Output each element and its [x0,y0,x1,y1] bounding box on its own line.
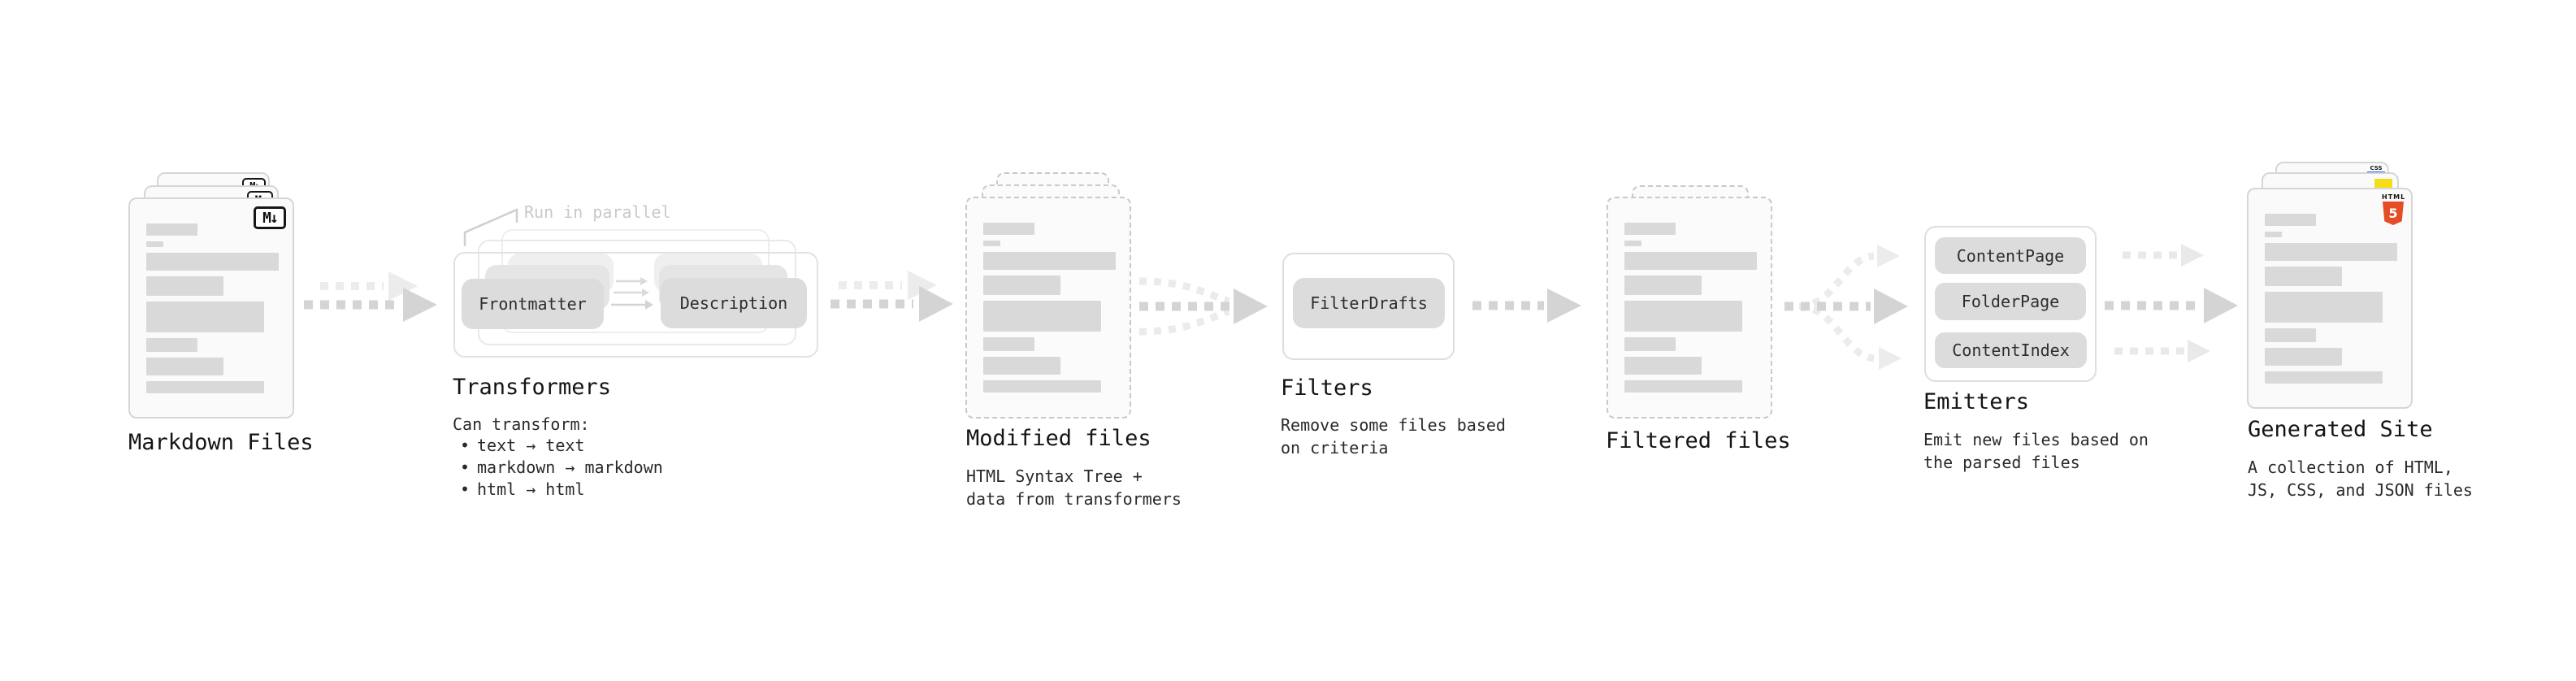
arrow-emitters-to-site [2105,244,2238,362]
arrow-filtered-to-emitters [1785,245,1908,370]
transformer-parallel-arrows [611,277,653,310]
arrow-markdown-to-transformers [304,271,437,322]
arrow-modified-to-filters [1138,277,1268,336]
run-in-parallel-leader-line [463,208,518,246]
arrow-transformers-to-modified [830,271,953,322]
arrow-filters-to-filtered [1472,288,1581,323]
